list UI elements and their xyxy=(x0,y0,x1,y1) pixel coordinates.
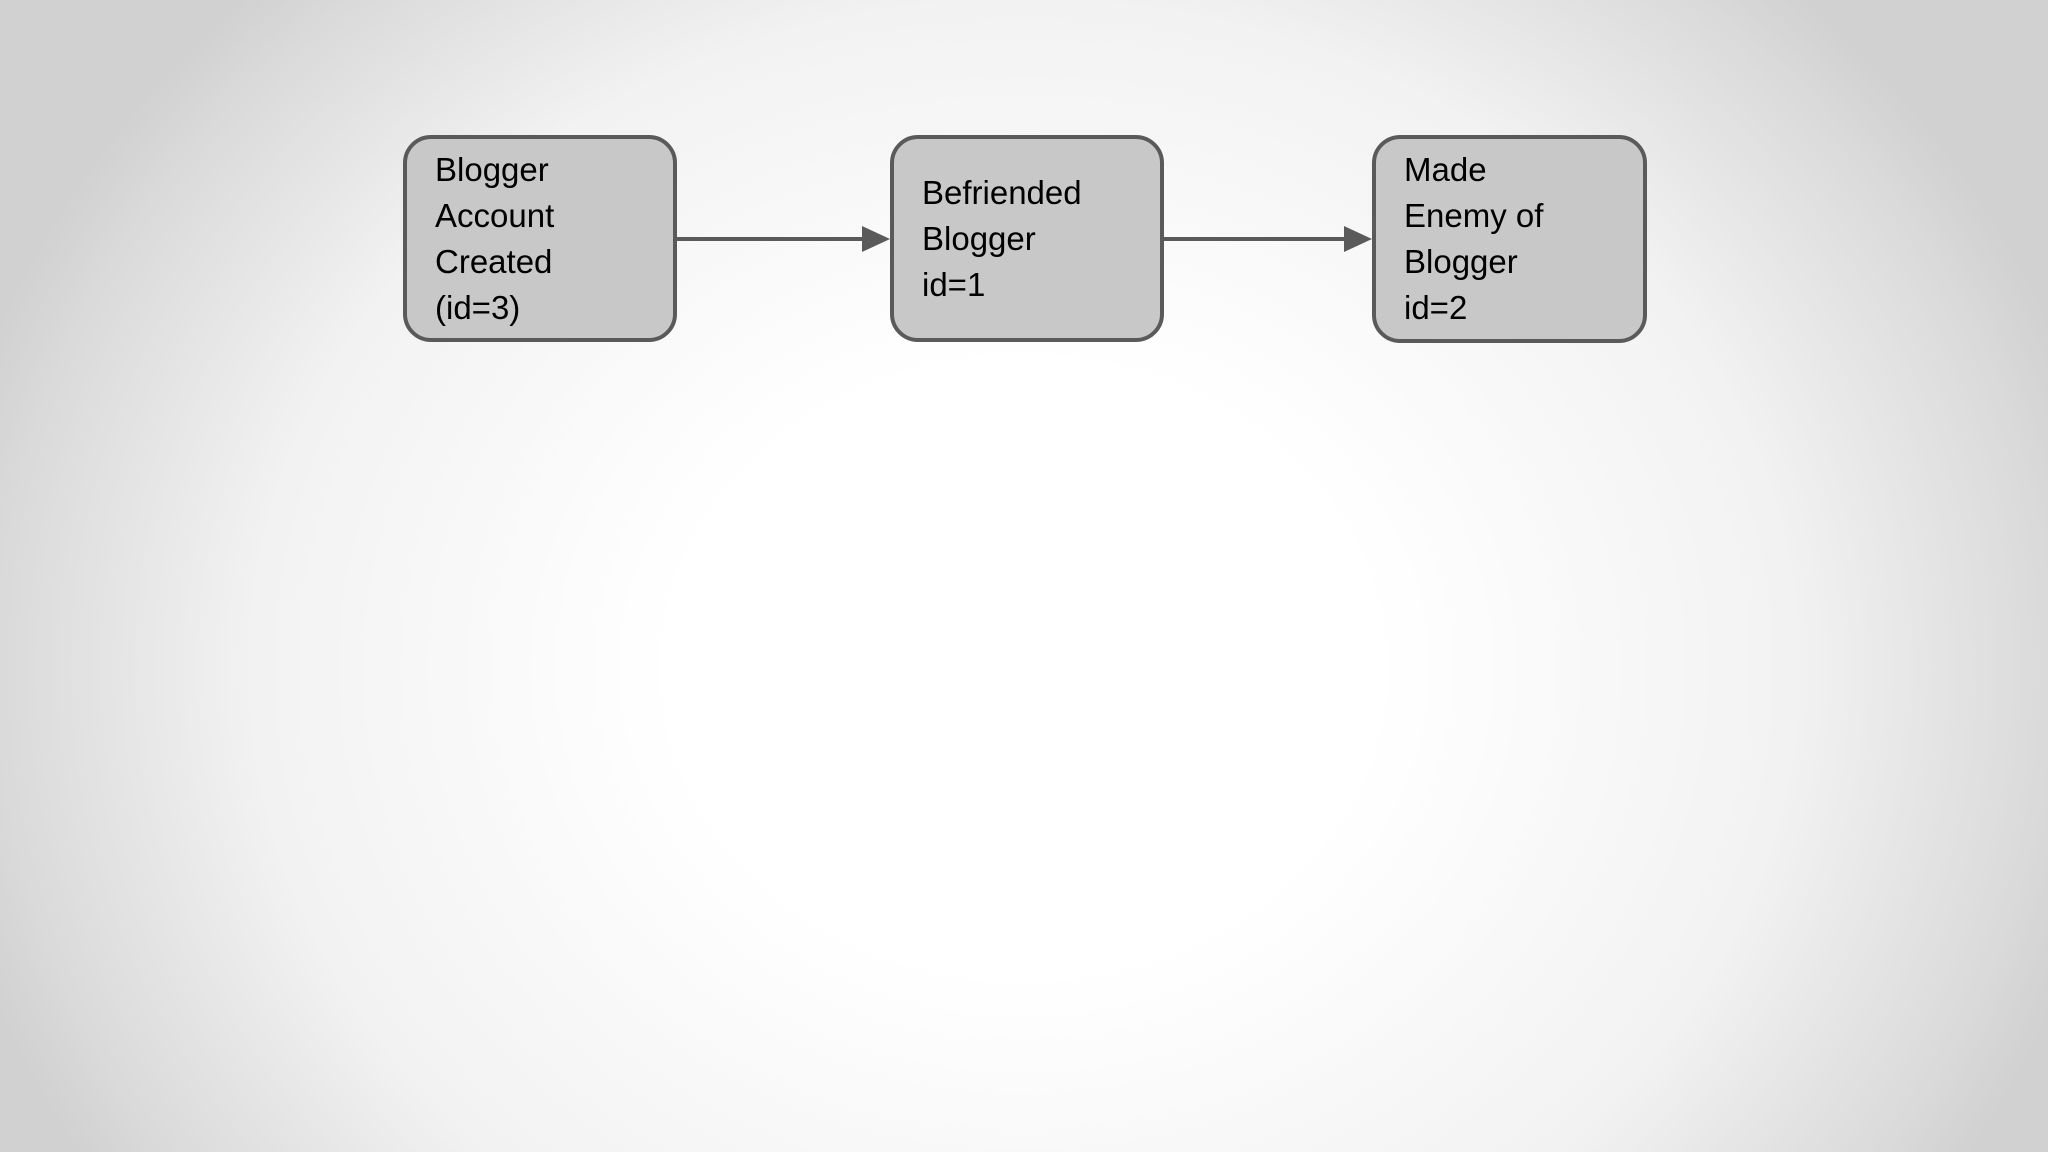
node-label: Befriended Blogger id=1 xyxy=(922,173,1082,303)
edge-2-shaft xyxy=(1162,237,1347,241)
edge-2-arrowhead-icon xyxy=(1344,226,1372,252)
node-blogger-account-created[interactable]: Blogger Account Created (id=3) xyxy=(403,135,677,342)
node-made-enemy-of-blogger[interactable]: Made Enemy of Blogger id=2 xyxy=(1372,135,1647,343)
node-label: Made Enemy of Blogger id=2 xyxy=(1404,151,1544,326)
node-befriended-blogger[interactable]: Befriended Blogger id=1 xyxy=(890,135,1164,342)
edge-1-shaft xyxy=(675,237,865,241)
node-label: Blogger Account Created (id=3) xyxy=(435,150,555,326)
edge-1-arrowhead-icon xyxy=(862,226,890,252)
